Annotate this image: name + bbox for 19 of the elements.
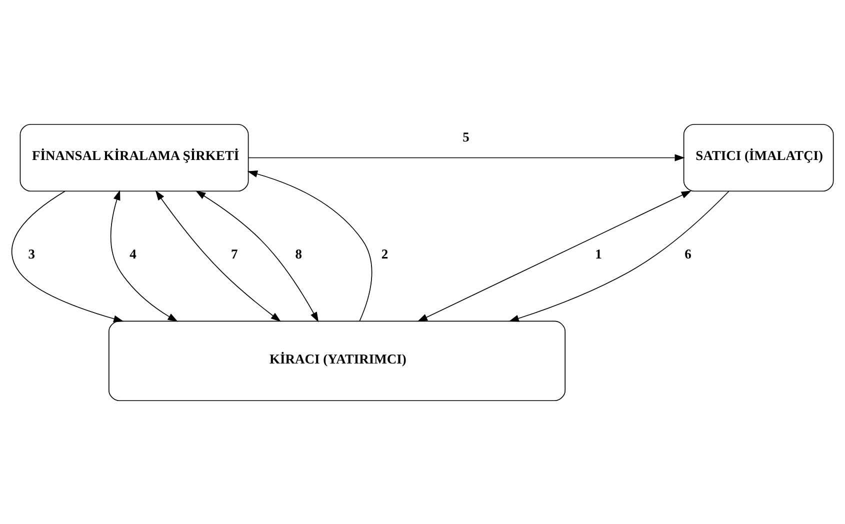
arrow xyxy=(155,190,281,322)
node-box: FİNANSAL KİRALAMA ŞİRKETİ xyxy=(20,123,249,192)
arrow xyxy=(195,190,319,322)
arrow xyxy=(247,170,372,321)
edge-label: 7 xyxy=(231,246,238,262)
node-box: SATICI (İMALATÇI) xyxy=(683,123,834,192)
node-box: KİRACI (YATIRIMCI) xyxy=(108,320,566,401)
edge-label: 8 xyxy=(295,246,302,262)
arrow xyxy=(110,189,178,322)
arrow xyxy=(11,190,124,322)
edge-label: 1 xyxy=(595,246,602,262)
edge-label: 6 xyxy=(684,246,692,262)
arrow xyxy=(417,190,692,322)
arrow xyxy=(248,154,685,161)
edge-label: 2 xyxy=(381,246,388,262)
edge-label: 3 xyxy=(28,246,36,262)
arrow xyxy=(508,190,730,322)
edge-label: 5 xyxy=(462,129,470,144)
edge-label: 4 xyxy=(130,246,136,262)
